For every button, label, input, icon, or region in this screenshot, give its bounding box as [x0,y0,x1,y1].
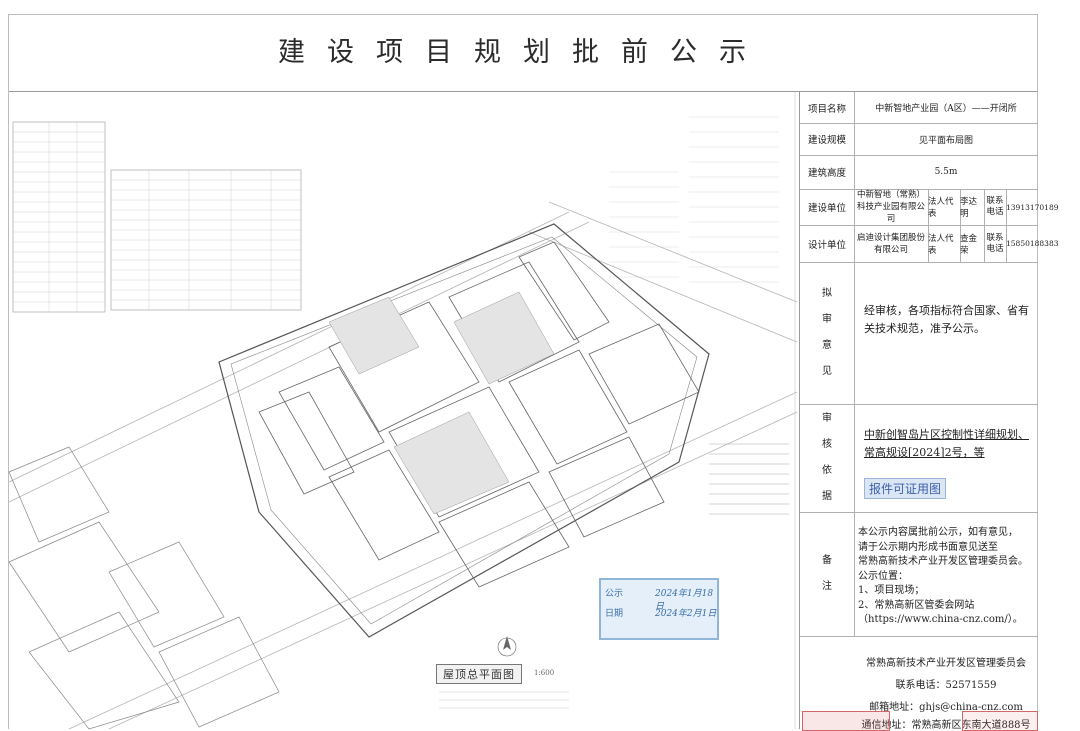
site-plan-drawing: 屋顶总平面图 1:600 公示 日期 2024年1月18日 2024年2月1日 [8,92,798,730]
designer-label: 设计单位 [800,225,855,262]
row-designer: 设计单位 启迪设计集团股份有限公司 法人代表 查金荣 联系电话 15850188… [800,225,1059,263]
notes-label: 备 注 [800,512,855,636]
notice-sheet: 建设项目规划批前公示 [8,14,1059,731]
row-project-name: 项目名称 中新智地产业园（A区）——开闭所 [800,92,1038,124]
stamp-date-end: 2024年2月1日 [655,609,717,619]
opinion-label: 拟 审 意 见 [800,262,855,404]
builder-phone-label: 联系电话 [984,189,1007,225]
notes-text: 本公示内容属批前公示，如有意见， 请于公示期内形成书面意见送至 常熟高新技术产业… [858,527,1028,625]
scale-value: 见平面布局图 [918,135,973,146]
builder-label: 建设单位 [800,189,855,225]
row-height: 建筑高度 5.5m [800,155,1038,190]
row-scale: 建设规模 见平面布局图 [800,123,1038,156]
footer-phone: 联系电话：52571559 [895,680,997,691]
permit-query-button[interactable]: 报件可证用图 [864,478,947,499]
title-divider [9,91,1037,92]
building-4 [278,366,385,471]
row-builder: 建设单位 中新智地（常熟）科技产业园有限公司 法人代表 李达明 联系电话 139… [800,189,1059,226]
designer-rep: 查金荣 [960,225,985,262]
footer-address: 通信地址：常熟高新区东南大道888号 [861,720,1031,731]
stamp-date-start: 2024年1月18日 [655,589,714,612]
info-panel: 项目名称 中新智地产业园（A区）——开闭所 建设规模 见平面布局图 建筑高度 5… [799,92,1059,731]
stamp-label-1: 公示 [605,589,624,599]
building-10 [548,436,665,538]
building-3 [518,241,610,341]
row-opinion: 拟 审 意 见 经审核，各项指标符合国家、省有关技术规范，准予公示。 [800,262,1038,405]
site-plan-graphic [8,92,798,730]
height-value: 5.5m [934,167,958,177]
designer-rep-label: 法人代表 [928,225,961,262]
builder-rep: 李达明 [960,189,985,225]
building-7 [588,323,700,425]
builder-name: 中新智地（常熟）科技产业园有限公司 [854,189,929,225]
builder-phone: 13913170189 [1006,202,1059,212]
publicity-stamp: 公示 日期 2024年1月18日 2024年2月1日 [599,578,719,640]
red-seal-left [802,711,890,731]
designer-phone-label: 联系电话 [984,225,1007,262]
building-11 [258,391,355,495]
red-seal-right [962,711,1038,731]
designer-phone: 15850188383 [1006,239,1059,248]
footer-email: 邮箱地址：ghjs@china-cnz.com [869,702,1023,713]
opinion-text: 经审核，各项指标符合国家、省有关技术规范，准予公示。 [864,304,1029,335]
plan-scale: 1:600 [534,669,555,677]
designer-name: 启迪设计集团股份有限公司 [854,225,929,262]
height-label: 建筑高度 [800,155,855,189]
builder-rep-label: 法人代表 [928,189,961,225]
project-name-label: 项目名称 [800,92,855,123]
page-title: 建设项目规划批前公示 [278,37,768,68]
row-notes: 备 注 本公示内容属批前公示，如有意见， 请于公示期内形成书面意见送至 常熟高新… [800,512,1038,637]
plan-title: 屋顶总平面图 [436,664,522,684]
index-table-frame [12,121,106,313]
row-basis: 审 核 依 据 中新创智岛片区控制性详细规划、常高规设[2024]2号，等 报件… [800,404,1038,513]
footer-org: 常熟高新技术产业开发区管理委员会 [866,658,1026,669]
basis-label: 审 核 依 据 [800,404,855,512]
project-name-value: 中新智地产业园（A区）——开闭所 [875,104,1017,114]
stamp-label-2: 日期 [605,609,624,619]
building-9 [438,481,570,588]
building-6 [508,349,628,465]
basis-text: 中新创智岛片区控制性详细规划、常高规设[2024]2号，等 [864,428,1029,459]
site-boundary [218,223,710,638]
scale-label: 建设规模 [800,123,855,155]
building-8 [328,449,440,561]
